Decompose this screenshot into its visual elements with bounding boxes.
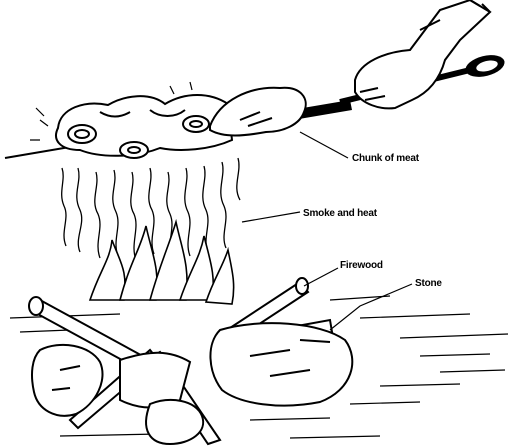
meat-spiral-1 (68, 125, 96, 143)
pointer-smoke (242, 212, 300, 222)
flames (90, 222, 234, 304)
pointer-stone (330, 284, 412, 330)
stone-bottom (146, 400, 203, 444)
label-chunk-of-meat: Chunk of meat (352, 153, 420, 164)
meat-spiral-2 (120, 142, 148, 158)
pointer-firewood (304, 268, 338, 286)
pointer-meat (300, 132, 348, 158)
meat-spiral-3 (183, 116, 209, 132)
meat-chunks (30, 82, 306, 158)
hand-illustration (355, 0, 490, 108)
stone-right (210, 323, 352, 405)
label-stone: Stone (415, 278, 442, 289)
label-firewood: Firewood (340, 260, 383, 271)
label-smoke-and-heat: Smoke and heat (303, 208, 378, 219)
